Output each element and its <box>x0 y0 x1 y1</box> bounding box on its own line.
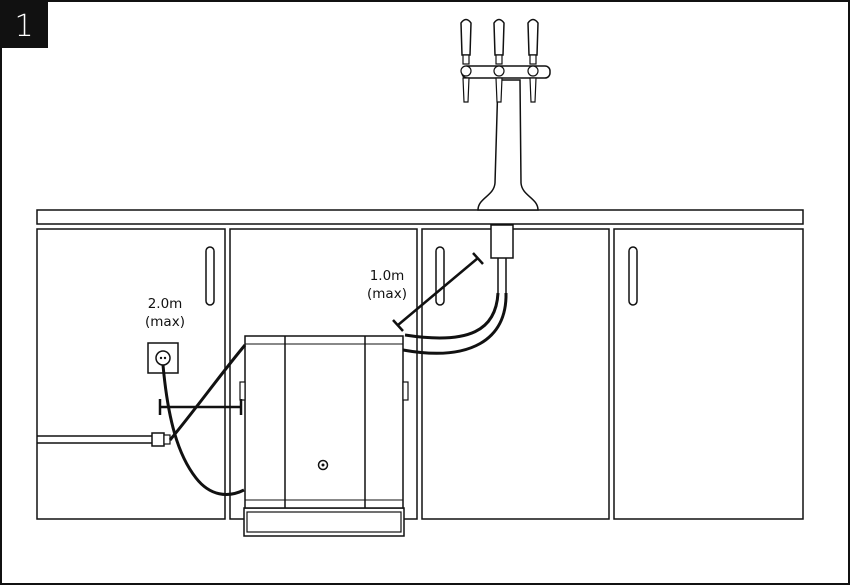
cabinet-4 <box>613 228 804 520</box>
tower-shank <box>490 224 514 293</box>
beer-font-tower-icon <box>460 18 551 211</box>
power-length-qualifier: (max) <box>145 314 185 330</box>
tap-handle-icon <box>527 18 539 103</box>
step-badge: 1 <box>1 1 48 48</box>
cabinet-shelf <box>37 435 152 444</box>
line-length-label: 1.0m <box>370 268 405 284</box>
cabinet-1 <box>36 228 226 520</box>
step-number: 1 <box>14 9 33 44</box>
tap-handle-icon <box>460 18 472 103</box>
beer-lines <box>402 292 508 355</box>
countertop <box>36 209 804 225</box>
cabinet-handle <box>205 246 215 306</box>
cabinet-handle <box>435 246 445 306</box>
cabinet-3 <box>421 228 610 520</box>
line-length-qualifier: (max) <box>367 286 407 302</box>
power-cable <box>161 344 247 496</box>
connector-fitting <box>151 432 171 447</box>
cabinet-handle <box>628 246 638 306</box>
cooler-unit-icon <box>239 335 409 537</box>
power-length-label: 2.0m <box>148 296 183 312</box>
tap-handle-icon <box>493 18 505 103</box>
dimension-marker-2m <box>158 399 243 415</box>
dimension-marker-1m <box>392 252 484 332</box>
